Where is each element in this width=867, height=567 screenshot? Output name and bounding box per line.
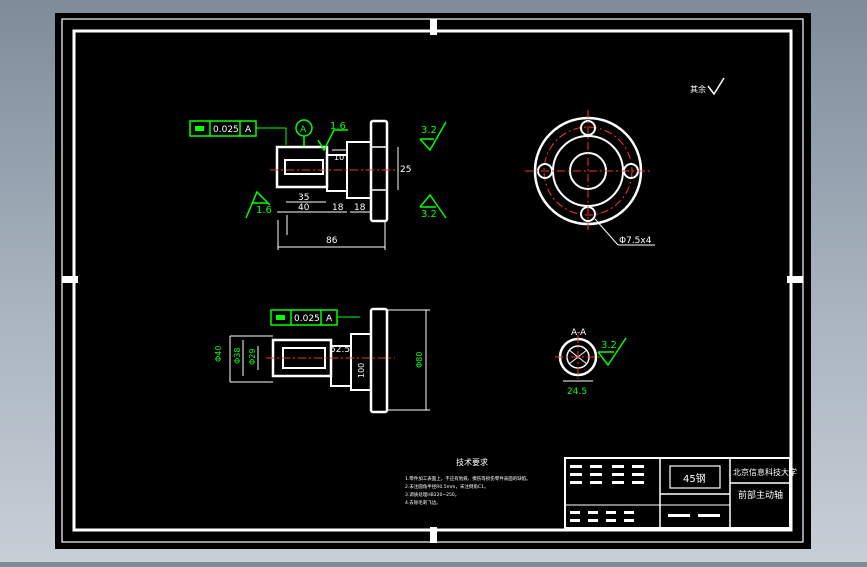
tolerance-frame-top: 0.025 A [189, 120, 287, 145]
dim-40: 40 [298, 203, 310, 213]
tol-datum-top: A [245, 125, 252, 135]
flange-top [369, 119, 389, 223]
svg-text:0.025: 0.025 [294, 314, 320, 324]
roughness-mark-3-2-section: 3.2 [597, 337, 627, 367]
title-school: 北京信息科技大学 [733, 467, 797, 477]
note-line-1: 1.零件加工表面上，不应有划痕、擦伤等损伤零件表面的缺陷。 [405, 475, 531, 482]
flange-bottom [369, 307, 389, 414]
svg-text:3.2: 3.2 [421, 209, 437, 220]
dim-phi29: Φ29 [248, 349, 257, 365]
dim-86: 86 [326, 236, 338, 246]
front-view-bottom: 0.025 A Φ40 Φ38 Φ29 52.5 100 Φ80 [214, 307, 430, 414]
centering-marks [62, 19, 803, 543]
technical-notes: 技术要求 1.零件加工表面上，不应有划痕、擦伤等损伤零件表面的缺陷。 2.未注圆… [405, 457, 531, 506]
dim-52-5: 52.5 [330, 345, 350, 355]
shaft-keyway-top [284, 159, 324, 175]
tolerance-frame-bottom: 0.025 A [270, 309, 360, 326]
flange-hole-label: Φ7.5x4 [619, 236, 652, 246]
roughness-mark-1-6-top: 1.6 [317, 121, 348, 152]
roughness-mark-1-6-bottom: 1.6 [245, 190, 272, 219]
drawing-canvas [55, 13, 811, 549]
note-line-3: 3.调质处理HB220~250。 [405, 491, 459, 498]
roughness-mark-3-2-top: 3.2 [419, 121, 447, 152]
dim-18b: 18 [354, 203, 366, 213]
note-line-2: 2.未注圆角半径R0.5mm，未注倒角C1。 [405, 483, 488, 490]
front-view-top: 0.025 A A 35 40 18 18 86 25 10 [189, 119, 447, 250]
runout-icon [276, 315, 285, 320]
svg-text:3.2: 3.2 [421, 125, 437, 136]
general-roughness: 其余 [690, 77, 725, 96]
title-block-grid [570, 465, 720, 522]
notes-title: 技术要求 [456, 457, 488, 467]
dim-phi40: Φ40 [214, 346, 223, 362]
title-part-name: 前部主动轴 [738, 489, 783, 501]
note-line-4: 4.去除毛刺飞边。 [405, 499, 441, 506]
dim-phi38: Φ38 [233, 348, 242, 364]
roughness-mark-3-2-bottom: 3.2 [419, 193, 447, 220]
runout-icon [195, 126, 204, 131]
dim-10: 10 [334, 153, 344, 162]
section-view: A-A 24.5 3.2 [555, 328, 627, 397]
tol-value-top: 0.025 [213, 125, 239, 135]
section-label: A-A [571, 328, 587, 338]
title-block: 45钢 北京信息科技大学 前部主动轴 [564, 457, 797, 529]
datum-label: A [300, 125, 307, 135]
dim-18a: 18 [332, 203, 344, 213]
dim-phi80: Φ80 [415, 352, 424, 368]
svg-text:其余: 其余 [690, 84, 706, 94]
svg-text:1.6: 1.6 [330, 121, 346, 132]
svg-text:3.2: 3.2 [601, 340, 617, 351]
svg-text:A: A [326, 314, 333, 324]
dim-25: 25 [400, 165, 411, 175]
dim-100: 100 [357, 363, 366, 378]
svg-text:1.6: 1.6 [256, 205, 272, 216]
flange-side-view: Φ7.5x4 [525, 110, 655, 246]
title-material: 45钢 [683, 472, 706, 485]
section-width: 24.5 [567, 387, 587, 397]
dim-35: 35 [298, 193, 309, 203]
